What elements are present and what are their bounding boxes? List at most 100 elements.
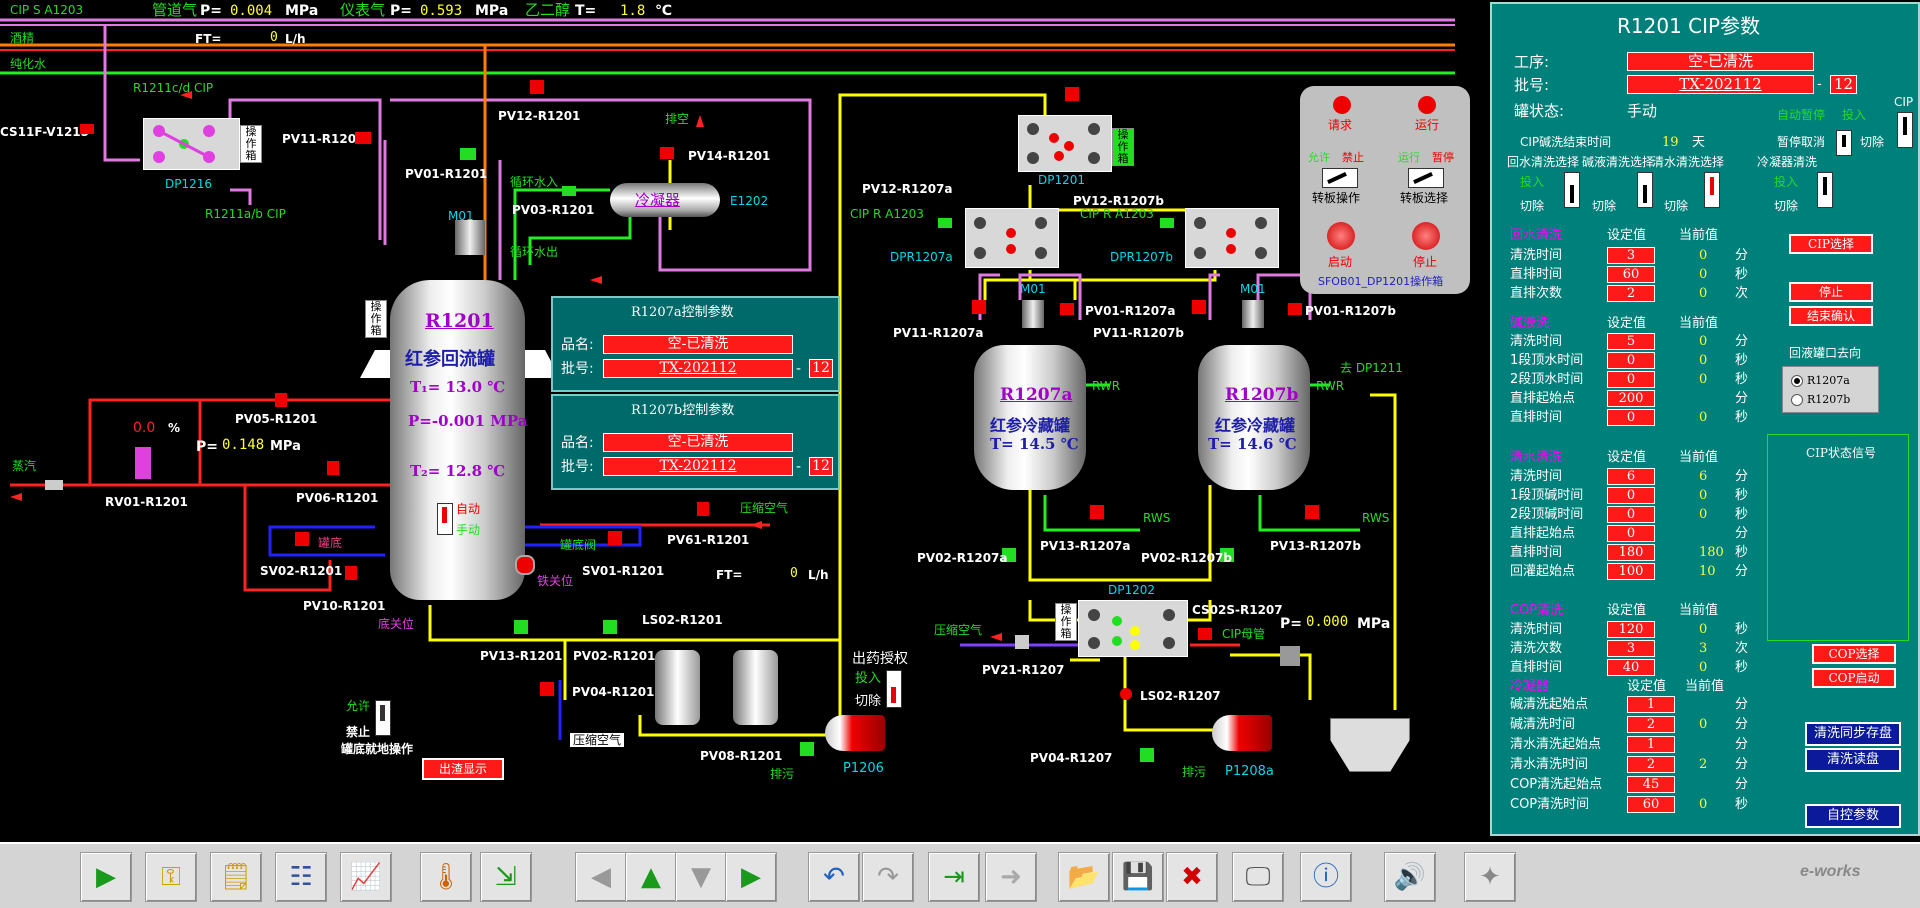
- drug-auth-switch[interactable]: [886, 670, 902, 708]
- dp1201-switchboard[interactable]: [1018, 115, 1112, 172]
- trend-chart-icon[interactable]: 📈: [340, 852, 392, 902]
- pv01-1207a-valve-icon[interactable]: [1060, 303, 1074, 315]
- monitor-view-icon[interactable]: 🖵: [1232, 852, 1284, 902]
- export-icon[interactable]: ⇲: [480, 852, 532, 902]
- pv05-valve-icon[interactable]: [275, 393, 287, 407]
- param-set-field[interactable]: 100: [1607, 563, 1655, 580]
- arrow-down-icon[interactable]: ▼: [675, 852, 727, 902]
- notepad-icon[interactable]: 🗒: [210, 852, 262, 902]
- pv13-1207b-valve-icon[interactable]: [1305, 505, 1319, 519]
- play-icon[interactable]: ▶: [80, 852, 132, 902]
- sv02-valve-icon[interactable]: [295, 532, 309, 546]
- pv01-1207b-valve-icon[interactable]: [1288, 303, 1302, 315]
- p1208a-pump[interactable]: [1212, 715, 1272, 751]
- switch-select-toggle[interactable]: [1408, 168, 1444, 188]
- pv01-valve-icon[interactable]: [460, 148, 476, 160]
- pv12-valve-icon[interactable]: [530, 80, 544, 94]
- r1207a-batch-no-field[interactable]: 12: [809, 359, 833, 378]
- pv12-1207b-valve-icon[interactable]: [1160, 218, 1174, 228]
- cs11s-valve-icon[interactable]: [1065, 87, 1079, 101]
- radio-r1207a[interactable]: [1791, 375, 1803, 387]
- pause-cancel-switch[interactable]: [1836, 130, 1852, 156]
- auto-param-button[interactable]: 自控参数: [1805, 804, 1901, 828]
- list-icon[interactable]: ☷: [275, 852, 327, 902]
- pv04-1207-valve-icon[interactable]: [1140, 748, 1154, 762]
- r1207a-tank[interactable]: [974, 345, 1086, 490]
- pv02-1207b-valve-icon[interactable]: [1220, 548, 1234, 562]
- info-icon[interactable]: ⓘ: [1300, 852, 1352, 902]
- redo-icon[interactable]: ↷: [862, 852, 914, 902]
- end-confirm-button[interactable]: 结束确认: [1789, 306, 1873, 326]
- pv21-1207-valve-icon[interactable]: [1015, 635, 1029, 649]
- pv14-valve-icon[interactable]: [660, 147, 674, 159]
- r1207a-batch-field[interactable]: TX-202112: [603, 359, 793, 378]
- pv11-1207b-valve-icon[interactable]: [1192, 300, 1206, 314]
- cip-stop-button[interactable]: 停止: [1789, 282, 1873, 302]
- param-set-field[interactable]: 45: [1627, 776, 1675, 793]
- sel-cooler-switch[interactable]: [1817, 172, 1833, 208]
- r1201-tank[interactable]: [390, 280, 525, 600]
- cop-start-button[interactable]: COP启动: [1812, 668, 1896, 688]
- cs11f-valve-icon[interactable]: [80, 124, 94, 134]
- sel-reclaim-switch[interactable]: [1564, 172, 1580, 208]
- save-disk-icon[interactable]: 💾: [1112, 852, 1164, 902]
- param-set-field[interactable]: 1: [1627, 696, 1675, 713]
- key-tool-icon[interactable]: ⚿: [145, 852, 197, 902]
- sync-save-button[interactable]: 清洗同步存盘: [1805, 722, 1901, 746]
- import-icon[interactable]: ⇥: [928, 852, 980, 902]
- read-disk-button[interactable]: 清洗读盘: [1805, 748, 1901, 772]
- param-set-field[interactable]: 200: [1607, 390, 1655, 407]
- param-set-field[interactable]: 2: [1607, 285, 1655, 302]
- r1201-auto-switch[interactable]: [437, 503, 453, 535]
- undo-icon[interactable]: ↶: [808, 852, 860, 902]
- cip-batch-field[interactable]: TX-202112: [1627, 75, 1814, 94]
- bottom-local-switch[interactable]: [375, 700, 391, 736]
- dp1201-op-box[interactable]: 操作箱: [1112, 128, 1134, 166]
- param-set-field[interactable]: 2: [1627, 756, 1675, 773]
- pv08-valve-icon[interactable]: [800, 742, 814, 756]
- rv01-actuator-icon[interactable]: [135, 447, 151, 479]
- r1207b-batch-field[interactable]: TX-202112: [603, 457, 793, 476]
- param-set-field[interactable]: 2: [1627, 716, 1675, 733]
- param-set-field[interactable]: 120: [1607, 621, 1655, 638]
- r1207b-product-field[interactable]: 空-已清洗: [603, 433, 793, 452]
- param-set-field[interactable]: 180: [1607, 544, 1655, 561]
- pv10-valve-icon[interactable]: [345, 566, 357, 580]
- pv04-valve-icon[interactable]: [540, 682, 554, 696]
- sv01-valve-icon[interactable]: [608, 531, 622, 545]
- dp1202-op-box[interactable]: 操作箱: [1055, 603, 1077, 641]
- radio-r1207b[interactable]: [1791, 394, 1803, 406]
- start-button[interactable]: [1327, 222, 1355, 250]
- r1207b-tank[interactable]: [1198, 345, 1310, 490]
- steam-valve-icon[interactable]: [45, 480, 63, 490]
- arrow-right-icon[interactable]: ▶: [725, 852, 777, 902]
- cip-process-field[interactable]: 空-已清洗: [1627, 52, 1814, 71]
- stop-button[interactable]: [1412, 222, 1440, 250]
- logo-icon[interactable]: ✦: [1464, 852, 1516, 902]
- sound-check-icon[interactable]: 🔊: [1384, 852, 1436, 902]
- dp1216-op-box[interactable]: 操作箱: [240, 125, 262, 163]
- param-set-field[interactable]: 0: [1607, 525, 1655, 542]
- param-set-field[interactable]: 0: [1607, 371, 1655, 388]
- sel-water-switch[interactable]: [1704, 172, 1720, 208]
- sel-alkali-switch[interactable]: [1637, 172, 1653, 208]
- dpr1207b-switchboard[interactable]: [1185, 208, 1279, 268]
- param-set-field[interactable]: 1: [1627, 736, 1675, 753]
- cop-select-button[interactable]: COP选择: [1812, 644, 1896, 664]
- pv13-valve-icon[interactable]: [514, 620, 528, 634]
- pv02-valve-icon[interactable]: [603, 620, 617, 634]
- pv13-1207a-valve-icon[interactable]: [1090, 505, 1104, 519]
- cip-put-in-switch[interactable]: [1897, 112, 1913, 148]
- p1206-pump[interactable]: [825, 715, 885, 751]
- param-set-field[interactable]: 5: [1607, 333, 1655, 350]
- param-set-field[interactable]: 0: [1607, 506, 1655, 523]
- r1207a-product-field[interactable]: 空-已清洗: [603, 335, 793, 354]
- dp1202-switchboard[interactable]: [1078, 600, 1188, 657]
- param-set-field[interactable]: 3: [1607, 247, 1655, 264]
- r1201-op-box[interactable]: 操作箱: [365, 300, 387, 338]
- param-set-field[interactable]: 0: [1607, 352, 1655, 369]
- param-set-field[interactable]: 40: [1607, 659, 1655, 676]
- param-set-field[interactable]: 3: [1607, 640, 1655, 657]
- r1207b-batch-no-field[interactable]: 12: [809, 457, 833, 476]
- cip-select-button[interactable]: CIP选择: [1789, 234, 1873, 254]
